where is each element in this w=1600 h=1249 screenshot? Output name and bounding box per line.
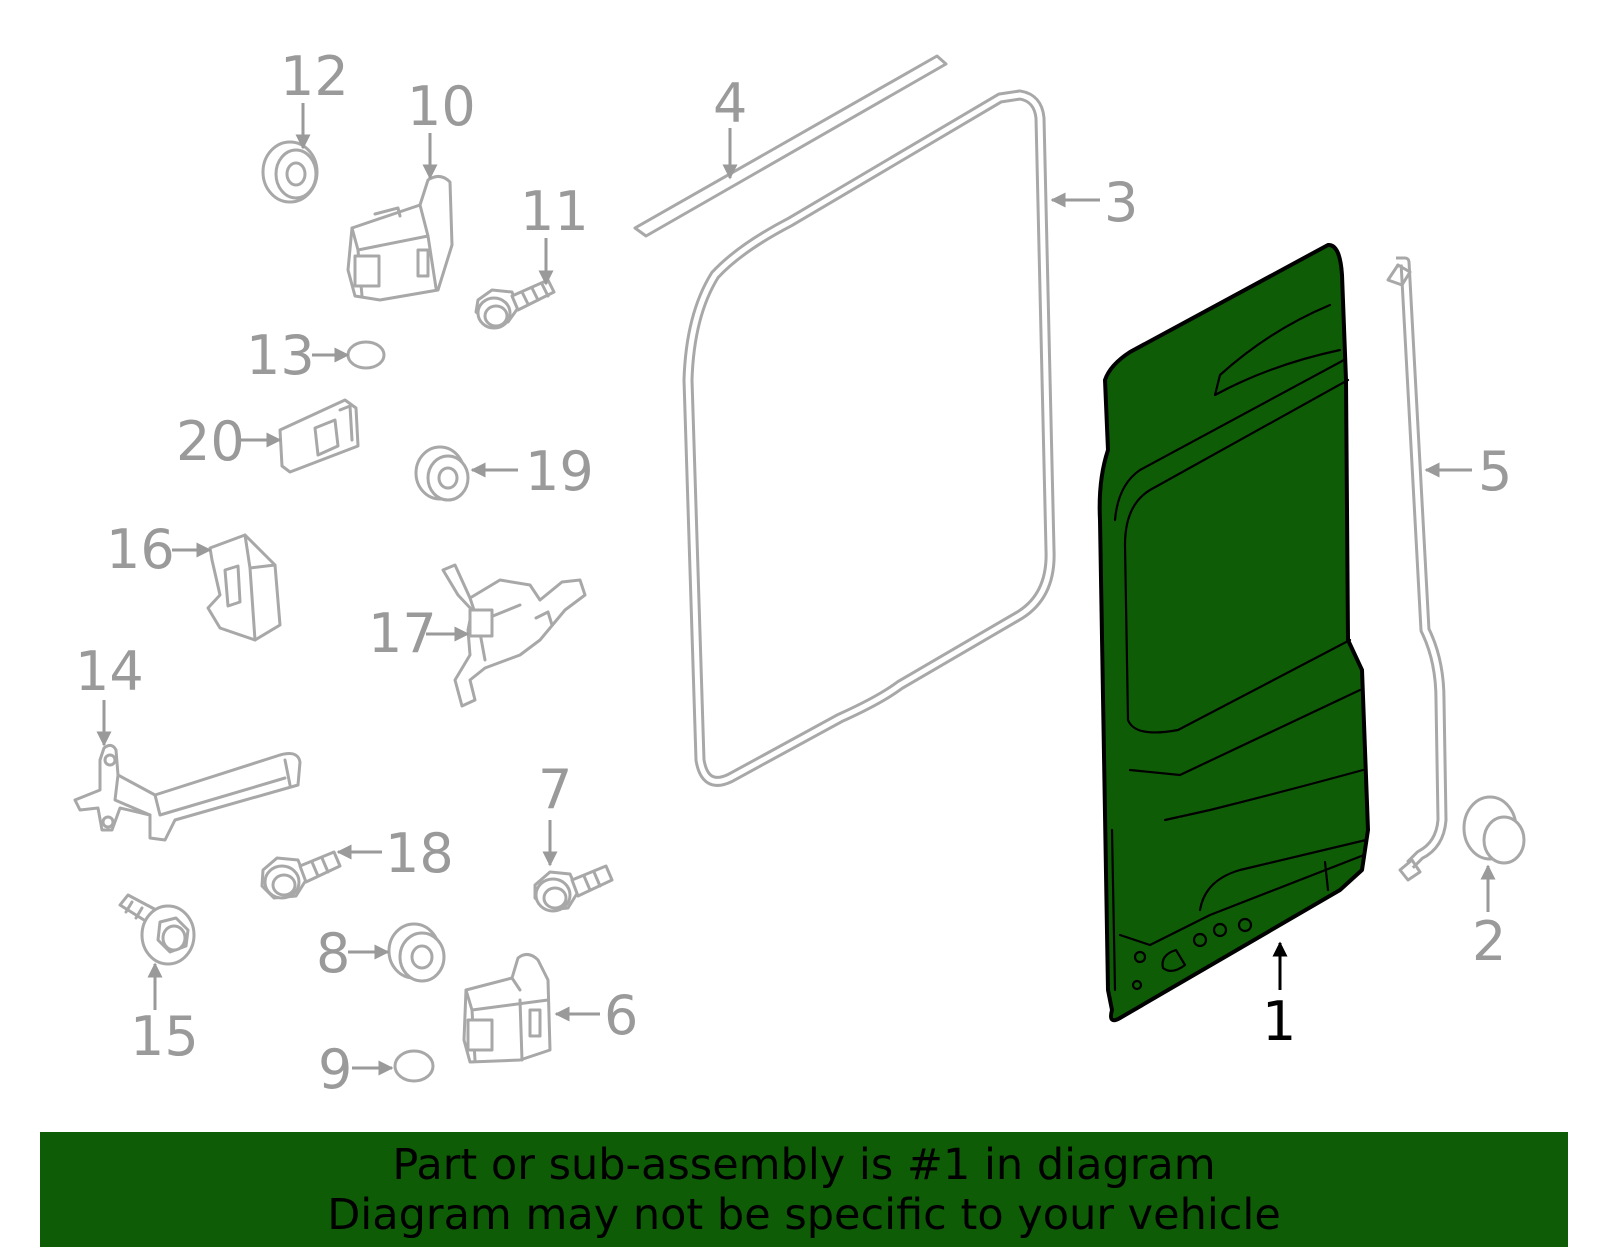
part-20-clip[interactable] <box>278 398 360 474</box>
callout-10[interactable]: 10 <box>407 75 476 138</box>
callout-8[interactable]: 8 <box>316 922 350 985</box>
part-5-seal-strip[interactable] <box>1386 256 1448 882</box>
callout-7[interactable]: 7 <box>538 758 572 821</box>
part-13-ring[interactable] <box>346 340 386 370</box>
callout-18[interactable]: 18 <box>385 822 454 885</box>
callout-labels: 12 10 4 3 11 13 20 19 5 16 17 14 7 18 2 … <box>75 45 1512 1101</box>
leader-arrows <box>96 103 1496 1076</box>
part-6-bracket[interactable] <box>462 953 552 1064</box>
part-4-strip[interactable] <box>633 54 948 238</box>
callout-16[interactable]: 16 <box>106 518 175 581</box>
part-16-guide[interactable] <box>206 533 282 642</box>
callout-4[interactable]: 4 <box>713 72 747 135</box>
part-3-window-seal[interactable] <box>682 89 1056 787</box>
callout-11[interactable]: 11 <box>520 180 589 243</box>
part-1-door-shell[interactable] <box>1097 243 1370 1023</box>
callout-5[interactable]: 5 <box>1478 440 1512 503</box>
callout-9[interactable]: 9 <box>318 1038 352 1101</box>
callout-6[interactable]: 6 <box>604 984 638 1047</box>
banner-line-2: Diagram may not be specific to your vehi… <box>327 1189 1281 1240</box>
part-7-bolt[interactable] <box>533 864 614 913</box>
callout-14[interactable]: 14 <box>75 640 144 703</box>
banner-line-1: Part or sub-assembly is #1 in diagram <box>392 1139 1216 1190</box>
part-11-bolt[interactable] <box>474 278 556 330</box>
callout-3[interactable]: 3 <box>1104 171 1138 234</box>
part-2-grommet[interactable] <box>1462 795 1526 865</box>
callout-17[interactable]: 17 <box>368 602 437 665</box>
part-19-grommet[interactable] <box>414 445 470 502</box>
callout-1[interactable]: 1 <box>1262 990 1296 1053</box>
callout-20[interactable]: 20 <box>176 410 245 473</box>
part-9-ring[interactable] <box>393 1049 435 1083</box>
part-18-bolt[interactable] <box>260 850 342 900</box>
part-17-latch[interactable] <box>441 563 587 708</box>
callout-15[interactable]: 15 <box>130 1005 199 1068</box>
part-15-bolt[interactable] <box>118 893 196 966</box>
info-banner: Part or sub-assembly is #1 in diagram Di… <box>40 1132 1568 1247</box>
part-12-plug[interactable] <box>261 140 319 204</box>
part-14-check-arm[interactable] <box>73 743 302 842</box>
callout-13[interactable]: 13 <box>246 324 315 387</box>
part-10-bracket[interactable] <box>346 175 454 302</box>
part-8-grommet[interactable] <box>387 922 446 983</box>
callout-19[interactable]: 19 <box>525 440 594 503</box>
callout-2[interactable]: 2 <box>1472 910 1506 973</box>
callout-12[interactable]: 12 <box>280 45 349 108</box>
